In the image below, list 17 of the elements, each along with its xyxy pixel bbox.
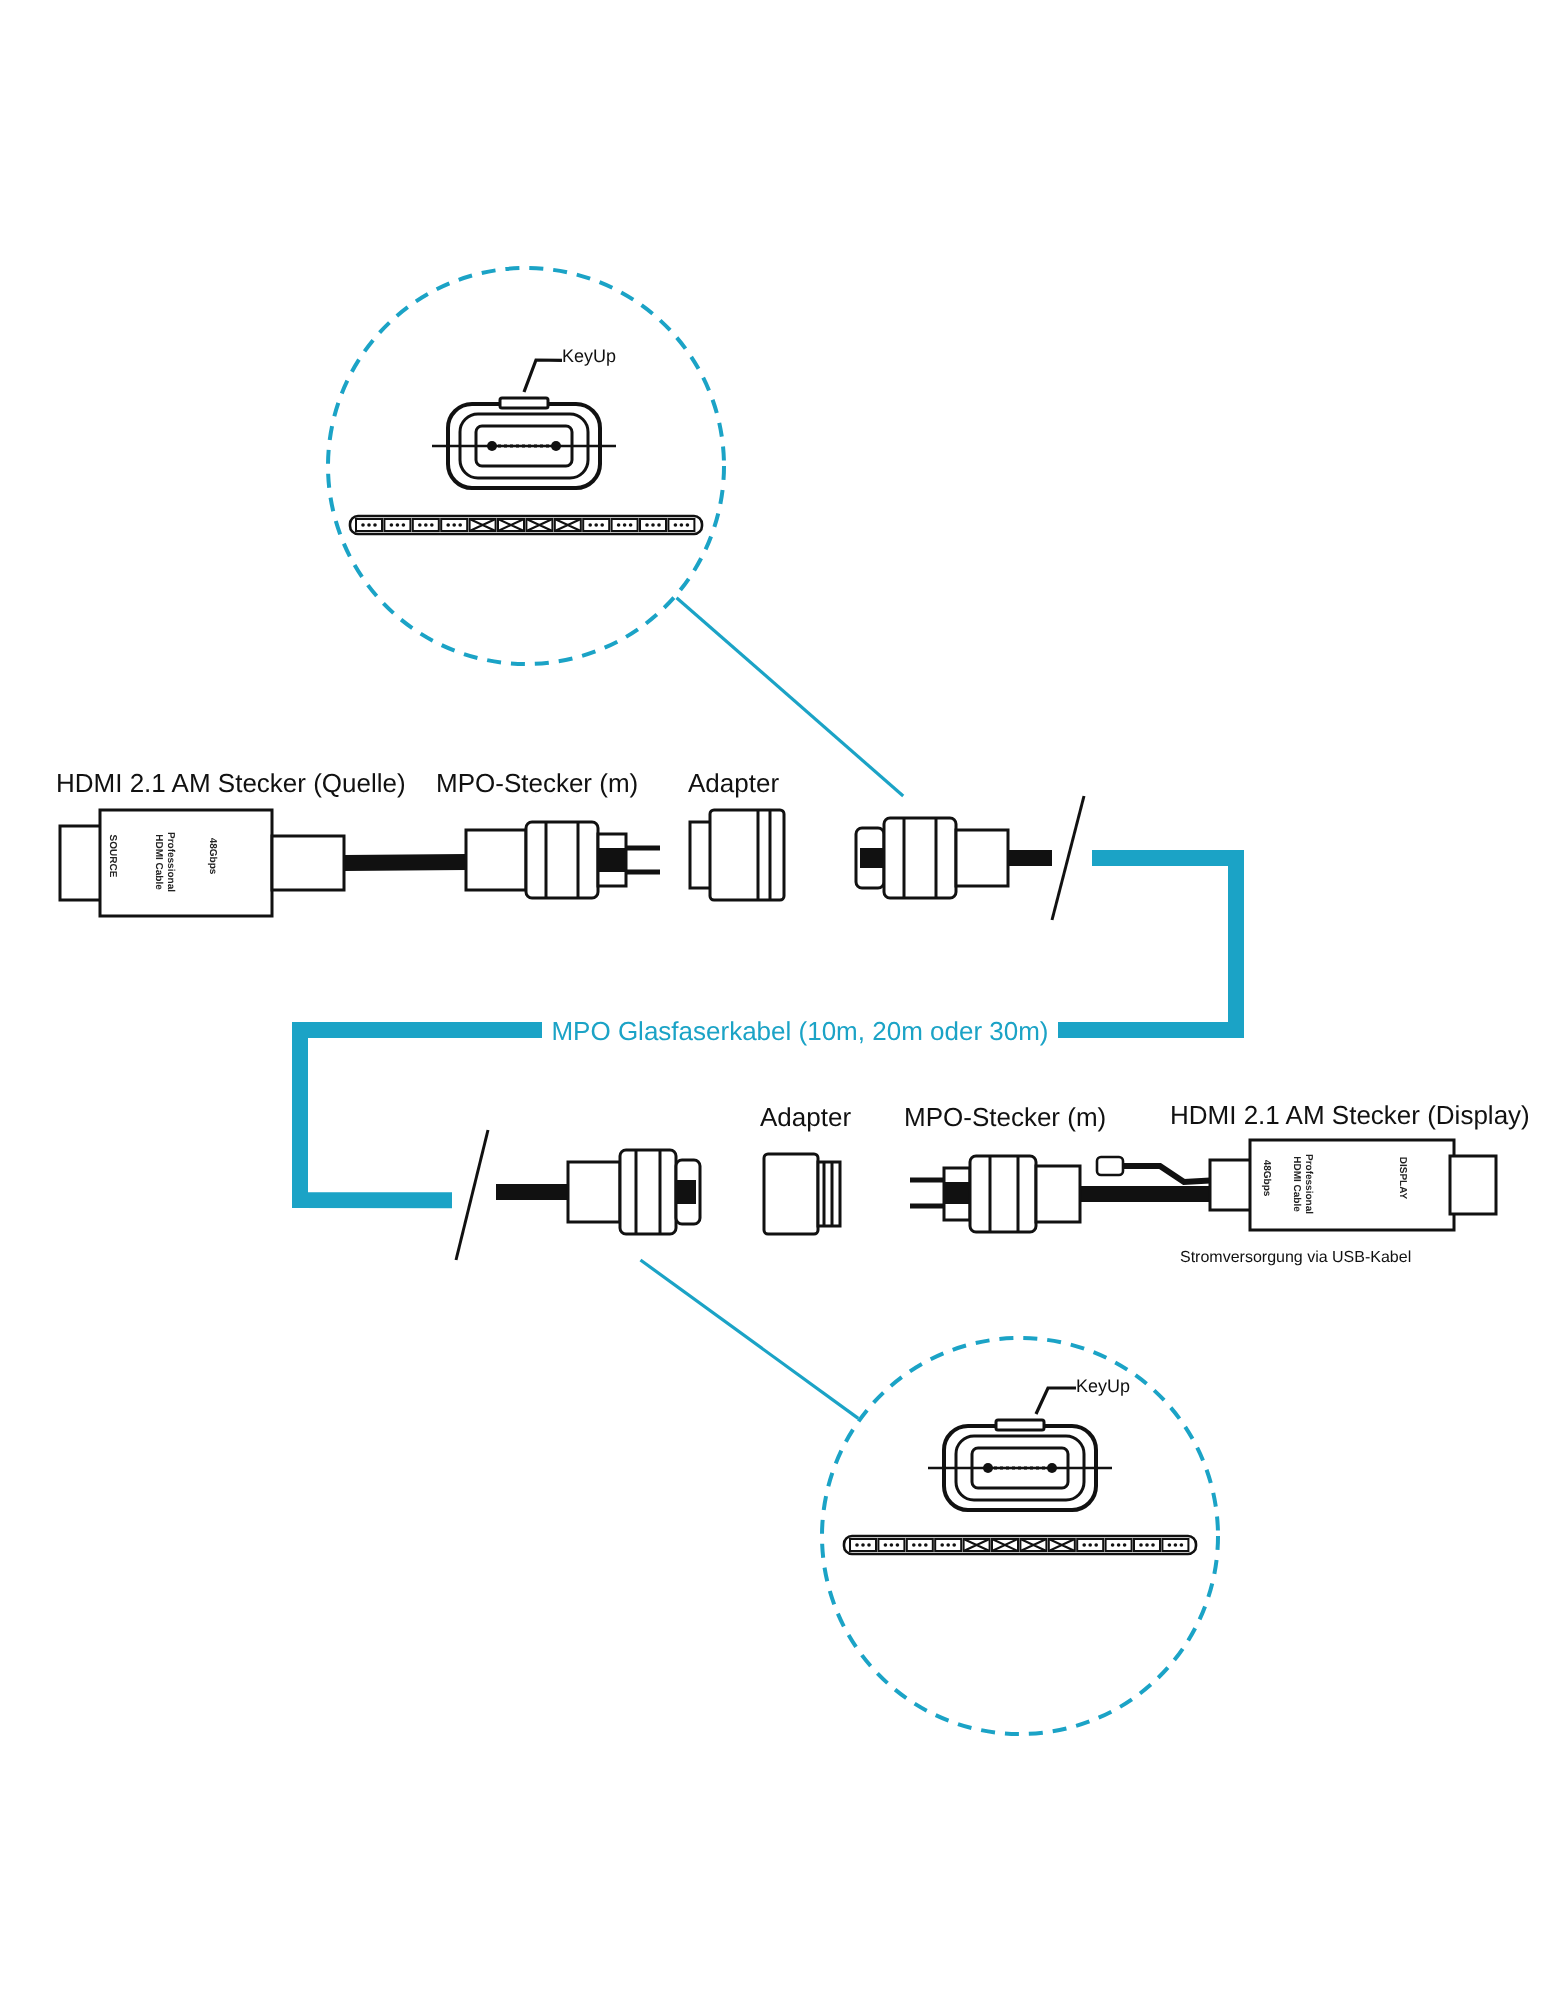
cable: [1124, 1163, 1211, 1186]
leader-line: [639, 1258, 860, 1420]
cable: [1080, 1186, 1210, 1202]
part-label: KeyUp: [562, 346, 617, 366]
note-text: Stromversorgung via USB-Kabel: [1180, 1248, 1412, 1266]
part-label: HDMI 2.1 AM Stecker (Display): [1170, 1100, 1530, 1130]
leader-line: [522, 358, 563, 393]
part-label: HDMI 2.1 AM Stecker (Quelle): [56, 768, 406, 798]
part-label: Adapter: [760, 1102, 852, 1132]
part-label: MPO-Stecker (m): [904, 1102, 1107, 1132]
edge-label: MPO Glasfaserkabel (10m, 20m oder 30m): [541, 1015, 1059, 1045]
part-label: KeyUp: [1076, 1376, 1131, 1396]
part-label: MPO-Stecker (m): [436, 768, 639, 798]
part-label: Adapter: [688, 768, 780, 798]
cable: [343, 854, 467, 871]
leader-line: [675, 596, 905, 798]
leader-line: [1034, 1386, 1076, 1415]
